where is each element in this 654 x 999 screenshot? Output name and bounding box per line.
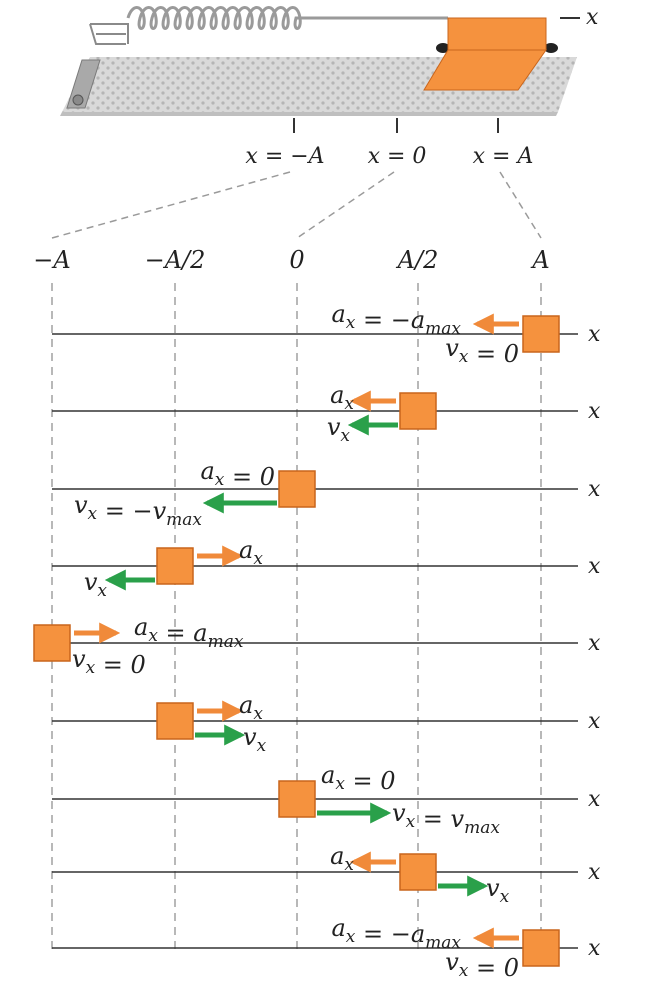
column-labels: −A −A/2 0 A/2 A [33,246,549,274]
oscillating-block [522,929,560,967]
velocity-label: vx = vmax [392,799,500,838]
velocity-label: vx [327,413,351,446]
apparatus-axis-label: x [586,5,599,30]
velocity-label: vx [243,723,267,756]
oscillating-block [156,702,194,740]
apparatus-ticks [293,118,499,133]
velocity-label: vx = −vmax [74,491,202,530]
apparatus: x x = −A x = 0 x = A [51,5,599,239]
acceleration-label: ax [330,842,354,875]
spring [126,6,448,30]
frame-axis-label: x [588,322,601,347]
oscillating-block [278,470,316,508]
motion-frame: x ax = 0 vx = vmax [52,761,601,838]
oscillating-block [399,392,437,430]
oscillating-block [278,780,316,818]
acceleration-label: ax = −amax [331,914,461,953]
glider-block [423,17,558,91]
motion-frame: x ax vx [52,842,601,907]
velocity-label: vx = 0 [445,948,519,982]
track-edge [60,112,558,116]
motion-frame: x ax vx [52,536,601,601]
frame-axis-label: x [588,554,601,579]
acceleration-label: ax [239,691,263,724]
frame-axis-label: x [588,399,601,424]
tick-label-a: x = A [473,144,534,169]
velocity-label: vx = 0 [72,645,146,679]
column-label: A [530,246,549,274]
frame-axis-label: x [588,709,601,734]
column-label: A/2 [396,246,439,274]
column-label: 0 [289,246,304,274]
tick-label-neg-a: x = −A [245,144,324,169]
acceleration-label: ax = 0 [200,457,275,491]
acceleration-label: ax = −amax [331,300,461,339]
oscillating-block [399,853,437,891]
column-label: −A/2 [145,246,206,274]
acceleration-label: ax = 0 [321,761,396,795]
frame-axis-label: x [588,477,601,502]
column-label: −A [33,246,70,274]
wall-bracket [66,23,129,109]
oscillating-block [33,624,71,662]
frame-axis-label: x [588,860,601,885]
oscillating-block [156,547,194,585]
tick-label-zero: x = 0 [368,144,427,169]
frame-axis-label: x [588,787,601,812]
motion-frame: x ax = 0vx = −vmax [52,457,601,530]
velocity-label: vx [84,568,108,601]
velocity-label: vx = 0 [445,334,519,368]
oscillating-block [522,315,560,353]
frame-axis-label: x [588,936,601,961]
acceleration-label: ax = amax [134,613,244,652]
frame-axis-label: x [588,631,601,656]
velocity-label: vx [486,874,510,907]
acceleration-label: ax [330,381,354,414]
acceleration-label: ax [239,536,263,569]
column-guides [51,283,542,952]
zoom-lines [51,171,542,239]
